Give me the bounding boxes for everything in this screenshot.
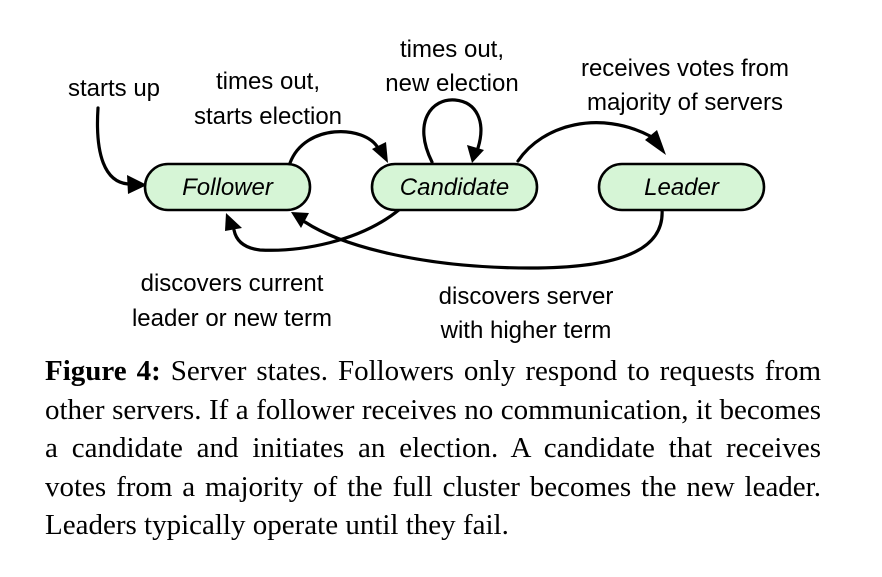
figure-caption: Figure 4: Server states. Followers only … [45,352,821,545]
state-diagram: Follower Candidate Leader starts up time… [68,36,789,344]
label-discovers-current-leader-line2: leader or new term [132,305,332,332]
state-follower-shape [143,162,312,212]
edge-candidate-self-loop [422,98,483,164]
state-leader-shape [597,162,766,212]
edge-leader-to-follower [303,207,664,270]
state-candidate: Candidate [370,162,539,212]
state-follower-label: Follower [182,174,274,201]
label-discovers-server-line1: discovers server [439,283,614,310]
label-times-out-starts-election-line1: times out, [216,68,320,95]
label-receives-votes-line2: majority of servers [587,89,783,116]
label-discovers-server-line2: with higher term [440,317,612,344]
edges [95,98,666,270]
label-times-out-starts-election-line2: starts election [194,103,342,130]
label-times-out-new-election-line2: new election [385,70,518,97]
label-starts-up: starts up [68,75,160,102]
arrowhead-candidate-to-follower [225,213,242,231]
edge-follower-to-candidate [288,130,380,165]
arrowhead-leader-to-follower [291,212,309,228]
edge-candidate-to-follower [232,207,402,252]
edge-labels: starts up times out, starts election tim… [68,36,789,344]
state-leader: Leader [597,162,766,212]
arrowhead-follower-to-candidate [372,142,388,163]
edge-candidate-to-leader [516,121,652,163]
state-leader-label: Leader [644,174,720,201]
arrowhead-candidate-self-loop [467,145,484,163]
edge-start [95,106,130,186]
arrowhead-start [127,175,147,194]
state-candidate-shape [370,162,539,212]
figure-label: Figure 4: [45,355,161,387]
state-follower: Follower [143,162,312,212]
arrowhead-candidate-to-leader [645,130,666,155]
label-times-out-new-election-line1: times out, [400,36,504,63]
label-discovers-current-leader-line1: discovers current [141,270,324,297]
state-candidate-label: Candidate [400,174,509,201]
label-receives-votes-line1: receives votes from [581,55,789,82]
figure-caption-text: Server states. Followers only respond to… [45,355,822,541]
